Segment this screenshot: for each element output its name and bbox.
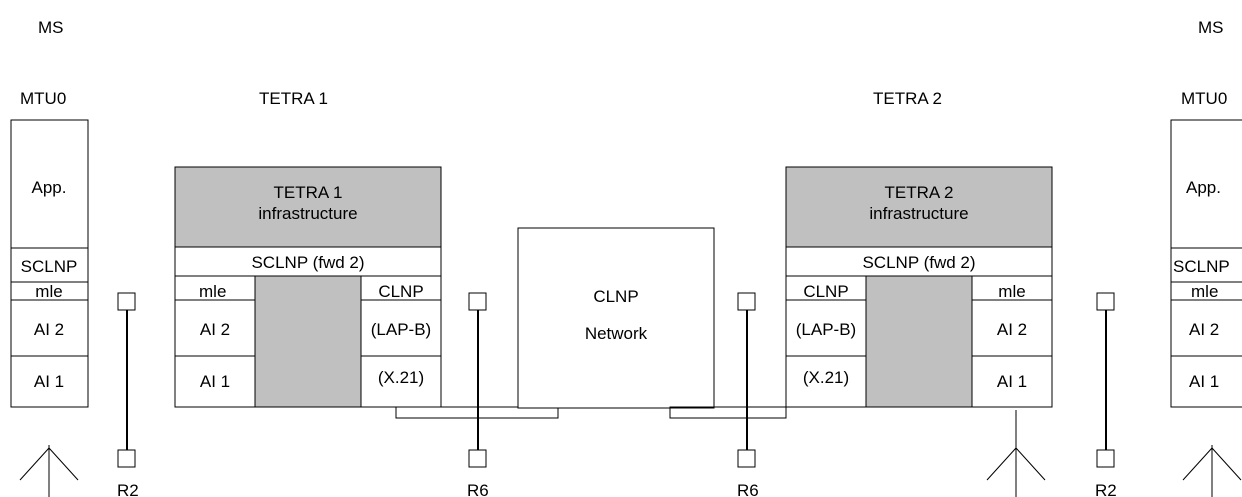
tetra2-ai2: AI 2 [997,320,1027,339]
tetra2-network-link [669,406,787,419]
r2-left-reference-point: R2 [117,292,139,497]
tetra1-network-link [395,406,559,419]
tetra2-x21: (X.21) [803,368,849,387]
tetra2-lapb: (LAP-B) [796,320,856,339]
tetra1-ai1: AI 1 [200,372,230,391]
ms-left-app: App. [32,178,67,197]
ms-right-ai2: AI 2 [1189,320,1219,339]
tetra1-label: TETRA 1 [259,89,328,108]
tetra1-x21: (X.21) [378,368,424,387]
r2-left-label: R2 [117,481,139,497]
tetra2-infra-line2: infrastructure [869,204,968,223]
tetra1-mle: mle [199,282,226,301]
tetra2-ai1: AI 1 [997,372,1027,391]
ms-left-label: MS [38,18,64,37]
network-line2: Network [585,324,648,343]
tetra1-lapb: (LAP-B) [371,320,431,339]
ms-right-mle: mle [1191,282,1218,301]
tetra2-mle: mle [998,282,1025,301]
tetra1-infrastructure-box [174,166,442,248]
r6-right-label: R6 [737,481,759,497]
ms-right-ai1: AI 1 [1189,372,1219,391]
r2-right-label: R2 [1095,481,1117,497]
ms-left-ai2: AI 2 [34,320,64,339]
tetra1-clnp: CLNP [378,282,423,301]
ms-right-sclnp: SCLNP [1173,257,1230,276]
r6-left-label: R6 [467,481,489,497]
r6-left-reference-point: R6 [467,292,489,497]
tetra1-stack: TETRA 1 infrastructure SCLNP (fwd 2) mle… [174,166,442,408]
r6-right-reference-point: R6 [737,292,759,497]
ms-right-label: MS [1198,18,1224,37]
tetra2-label: TETRA 2 [873,89,942,108]
ms-left-antenna [19,445,79,497]
clnp-network-box: CLNP Network [517,227,715,409]
ms-left-mle: mle [35,282,62,301]
tetra2-infra-line1: TETRA 2 [885,183,954,202]
tetra1-infra-line1: TETRA 1 [274,183,343,202]
tetra1-ai2: AI 2 [200,320,230,339]
tetra2-antenna [986,410,1046,497]
network-line1: CLNP [593,287,638,306]
tetra2-sclnp: SCLNP (fwd 2) [862,253,975,272]
tetra1-sclnp: SCLNP (fwd 2) [251,253,364,272]
tetra2-stack: TETRA 2 infrastructure SCLNP (fwd 2) CLN… [785,166,1053,408]
ms-left-ai1: AI 1 [34,372,64,391]
ms-left-sclnp: SCLNP [21,257,78,276]
ms-left-stack: App. SCLNP mle AI 2 AI 1 [10,119,89,408]
ms-right-unit-label: MTU0 [1181,89,1227,108]
ms-right-antenna [1182,445,1242,497]
r2-right-reference-point: R2 [1095,292,1117,497]
ms-left-unit-label: MTU0 [20,89,66,108]
ms-right-app: App. [1186,178,1221,197]
tetra1-infra-line2: infrastructure [258,204,357,223]
ms-right-stack: App. SCLNP mle AI 2 AI 1 [1170,119,1242,408]
tetra2-clnp: CLNP [803,282,848,301]
